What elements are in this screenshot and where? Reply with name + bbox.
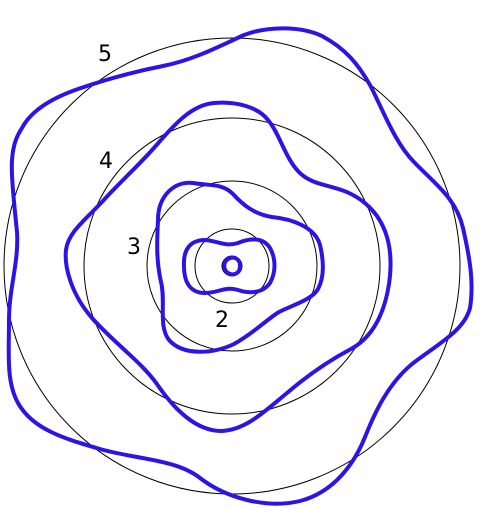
ring-label-2: 2 xyxy=(215,308,229,333)
ring-label-4: 4 xyxy=(99,149,113,174)
reference-circle-4 xyxy=(83,117,381,415)
wave-curve-3 xyxy=(155,180,325,354)
reference-circle-3 xyxy=(146,180,318,352)
reference-circle-2 xyxy=(194,228,270,304)
wave-curve-1 xyxy=(222,255,242,277)
ring-label-3: 3 xyxy=(127,235,141,260)
ring-label-5: 5 xyxy=(98,42,112,67)
wave-curve-5 xyxy=(6,26,474,506)
wave-curve-2 xyxy=(181,237,277,295)
wave-curve-4 xyxy=(63,100,393,433)
